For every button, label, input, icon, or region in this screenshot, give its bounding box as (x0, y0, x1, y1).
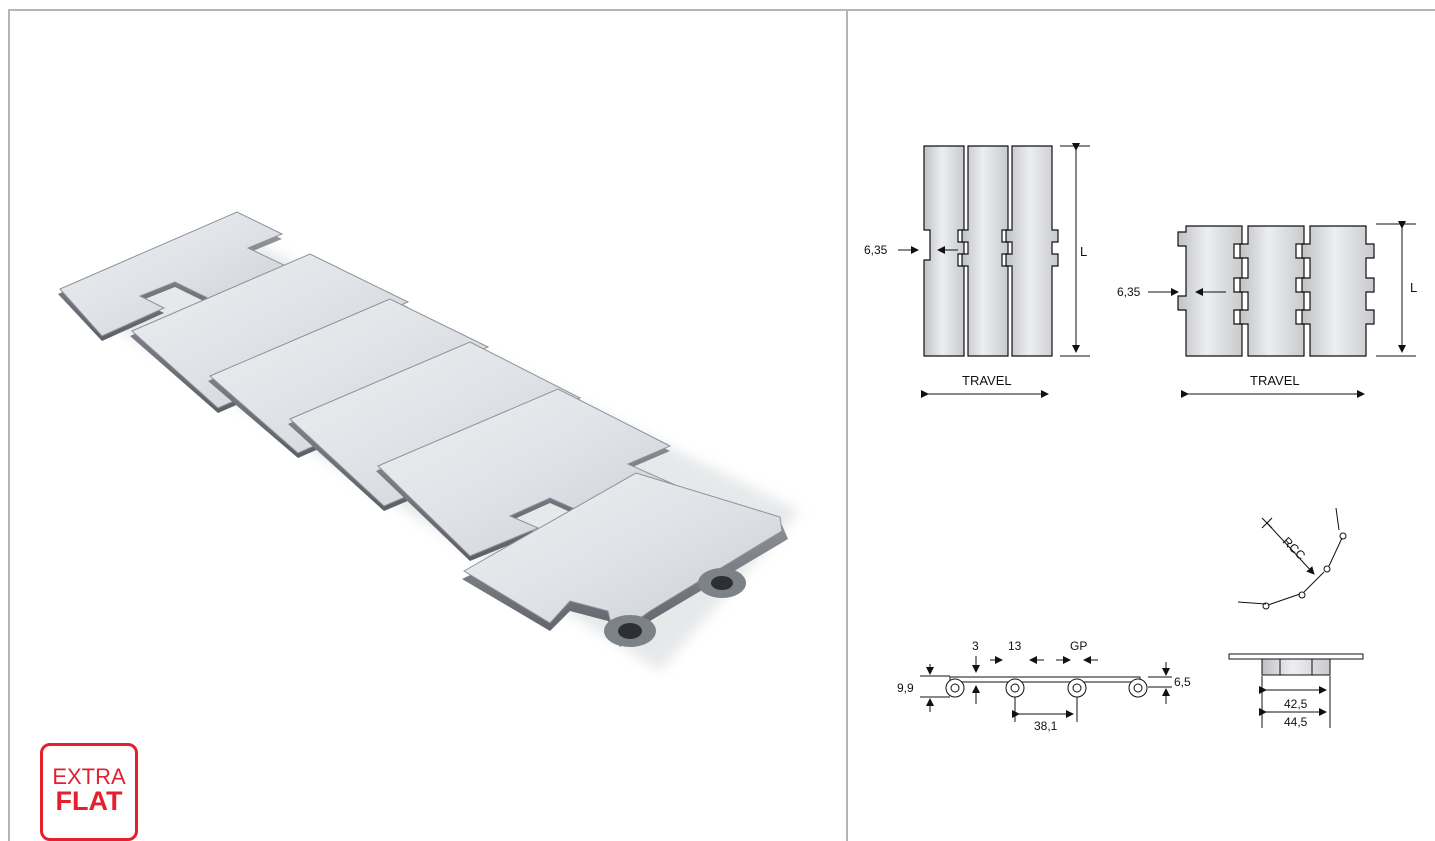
end-inner-label: 42,5 (1284, 697, 1308, 711)
side-height-label: 9,9 (897, 681, 914, 695)
straight-length-label: L (1080, 244, 1087, 259)
top-view-sideflex: L 6,35 TRAVEL (1117, 221, 1417, 398)
end-outer-label: 44,5 (1284, 715, 1308, 729)
sideflex-plates (1177, 225, 1375, 357)
technical-drawings-panel: L 6,35 TRAVEL L 6,35 TRAVEL (848, 11, 1435, 841)
frame-divider (846, 9, 848, 841)
side-thickness-label: 6,5 (1174, 675, 1191, 689)
chain-photo (58, 211, 800, 671)
straight-slot-label: 6,35 (864, 243, 888, 257)
extra-flat-badge: EXTRA FLAT (40, 743, 138, 841)
side-dim-a-label: 3 (972, 639, 979, 653)
end-view (1228, 653, 1364, 728)
side-view (920, 656, 1172, 722)
side-dim-b-label: 13 (1008, 639, 1022, 653)
sideflex-travel-label: TRAVEL (1250, 373, 1300, 388)
side-gp-label: GP (1070, 639, 1087, 653)
straight-travel-label: TRAVEL (962, 373, 1012, 388)
radius-label: RCC (1280, 534, 1309, 563)
hinge-knuckles (604, 568, 746, 647)
badge-line1: EXTRA (52, 764, 126, 789)
sideflex-length-label: L (1410, 280, 1417, 295)
sideflex-slot-label: 6,35 (1117, 285, 1141, 299)
frame-left-border (8, 9, 10, 841)
top-view-straight: L 6,35 TRAVEL (864, 143, 1090, 398)
side-pitch-label: 38,1 (1034, 719, 1058, 733)
badge-line2: FLAT (55, 786, 123, 816)
radius-view (1237, 507, 1347, 610)
product-photo-panel: EXTRA FLAT (10, 11, 846, 841)
frame-top-border (8, 9, 1435, 11)
straight-plates (923, 145, 1059, 357)
